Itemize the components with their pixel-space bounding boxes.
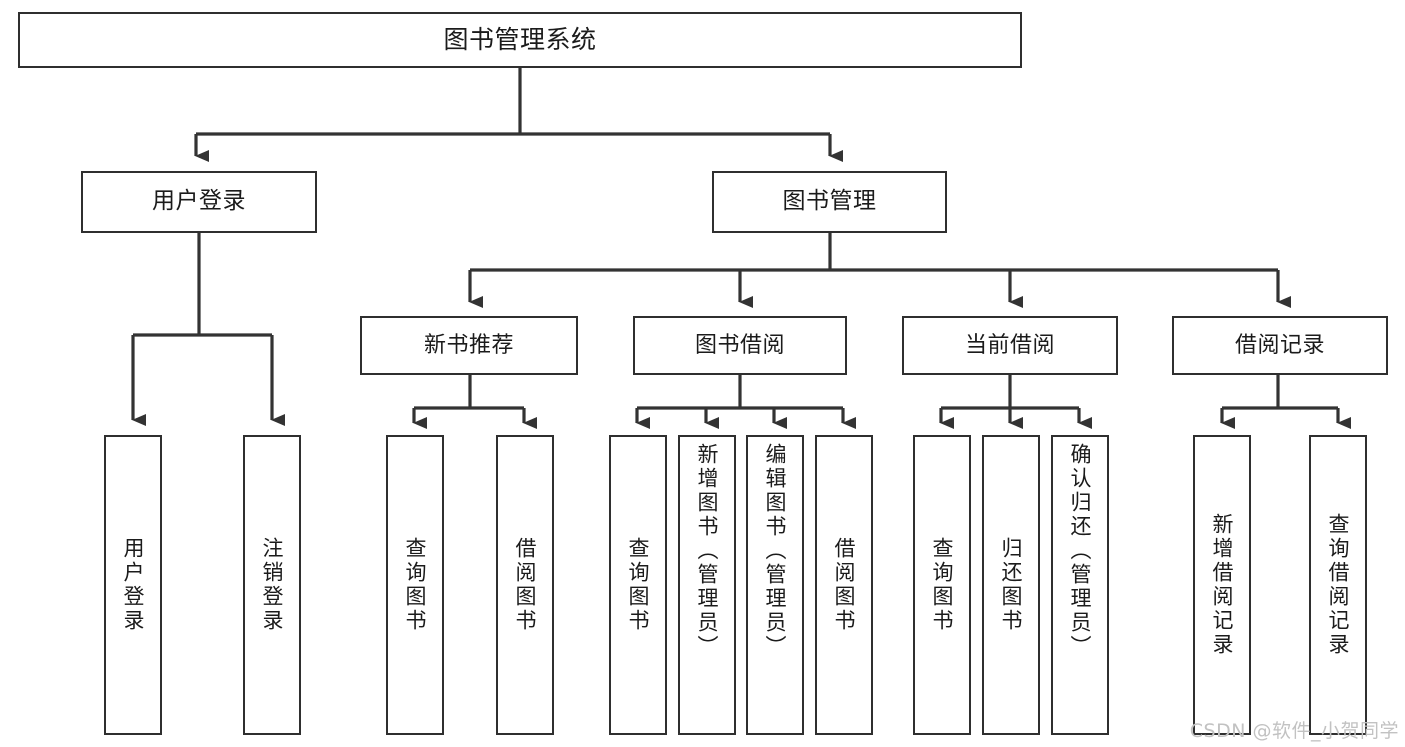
node-book-manage-label: 图书管理 [782, 188, 877, 215]
node-leaf-query-record-label: 查询借阅记录 [1326, 513, 1351, 657]
node-root-label: 图书管理系统 [443, 25, 597, 55]
node-leaf-query-book-2[interactable]: 查询图书 [609, 435, 667, 735]
node-book-manage[interactable]: 图书管理 [712, 171, 947, 233]
node-leaf-query-book-1-label: 查询图书 [403, 537, 428, 633]
node-leaf-return-book[interactable]: 归还图书 [982, 435, 1040, 735]
node-leaf-logout[interactable]: 注销登录 [243, 435, 301, 735]
node-leaf-query-book-3-label: 查询图书 [930, 537, 955, 633]
node-book-borrow-label: 图书借阅 [694, 332, 785, 358]
node-leaf-add-record-label: 新增借阅记录 [1210, 513, 1235, 657]
node-leaf-confirm-return[interactable]: 确认归还（管理员） [1051, 435, 1109, 735]
node-leaf-borrow-book-1[interactable]: 借阅图书 [496, 435, 554, 735]
node-leaf-add-book[interactable]: 新增图书（管理员） [678, 435, 736, 735]
node-user-login-label: 用户登录 [152, 188, 246, 215]
node-leaf-edit-book-label: 编辑图书（管理员） [763, 443, 788, 659]
node-leaf-query-book-2-label: 查询图书 [626, 537, 651, 633]
node-leaf-edit-book[interactable]: 编辑图书（管理员） [746, 435, 804, 735]
node-book-borrow[interactable]: 图书借阅 [633, 316, 847, 375]
node-leaf-borrow-book-1-label: 借阅图书 [513, 537, 538, 633]
node-leaf-return-book-label: 归还图书 [999, 537, 1024, 633]
node-borrow-record[interactable]: 借阅记录 [1172, 316, 1388, 375]
node-current-borrow[interactable]: 当前借阅 [902, 316, 1118, 375]
node-leaf-logout-label: 注销登录 [260, 537, 285, 633]
node-root[interactable]: 图书管理系统 [18, 12, 1022, 68]
node-leaf-borrow-book-2-label: 借阅图书 [832, 537, 857, 633]
node-new-book-rec-label: 新书推荐 [423, 332, 514, 358]
node-leaf-borrow-book-2[interactable]: 借阅图书 [815, 435, 873, 735]
node-current-borrow-label: 当前借阅 [964, 332, 1055, 358]
node-user-login[interactable]: 用户登录 [81, 171, 317, 233]
node-leaf-add-book-label: 新增图书（管理员） [695, 443, 720, 659]
node-leaf-user-login-label: 用户登录 [121, 537, 146, 633]
node-leaf-confirm-return-label: 确认归还（管理员） [1068, 443, 1093, 659]
node-leaf-query-book-3[interactable]: 查询图书 [913, 435, 971, 735]
node-leaf-query-record[interactable]: 查询借阅记录 [1309, 435, 1367, 735]
node-new-book-rec[interactable]: 新书推荐 [360, 316, 578, 375]
node-leaf-query-book-1[interactable]: 查询图书 [386, 435, 444, 735]
csdn-watermark: CSDN @软件_小贺同学 [1189, 720, 1399, 742]
node-borrow-record-label: 借阅记录 [1234, 332, 1325, 358]
node-leaf-add-record[interactable]: 新增借阅记录 [1193, 435, 1251, 735]
node-leaf-user-login[interactable]: 用户登录 [104, 435, 162, 735]
